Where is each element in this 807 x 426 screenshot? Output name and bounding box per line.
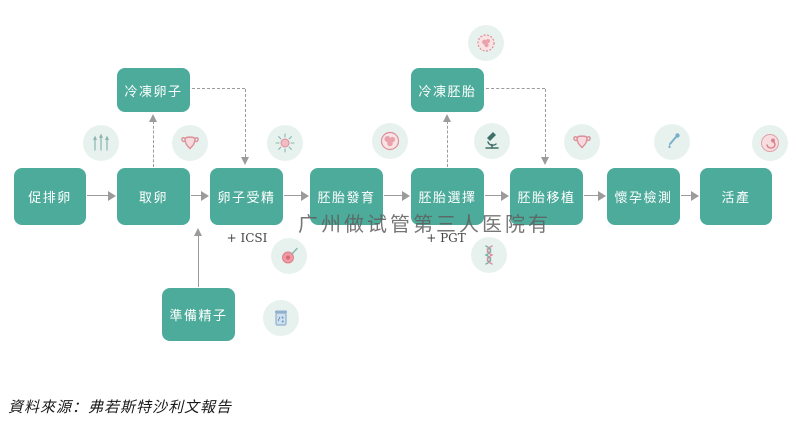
dropper-icon xyxy=(654,124,690,160)
flow-arrow xyxy=(284,190,309,202)
step-embryo-selection: 胚胎選擇 xyxy=(411,168,484,225)
step-sperm-preparation: 準備精子 xyxy=(162,288,235,341)
flow-arrow xyxy=(191,190,209,202)
dashed-arrow-up xyxy=(443,114,452,167)
step-frozen-eggs: 冷凍卵子 xyxy=(117,68,190,112)
pgt-note: + PGT xyxy=(426,231,466,245)
sperm-sample-icon xyxy=(263,300,299,336)
fertilization-icon xyxy=(267,125,303,161)
dashed-connector xyxy=(486,88,545,89)
step-egg-retrieval: 取卵 xyxy=(117,168,190,225)
microscope-icon xyxy=(474,123,510,159)
dashed-connector xyxy=(192,88,245,89)
dna-icon xyxy=(471,237,507,273)
watermark-text: 广州做试管第三人医院有 xyxy=(298,212,551,236)
step-frozen-embryos: 冷凍胚胎 xyxy=(411,68,484,112)
flow-arrow xyxy=(384,190,410,202)
dashed-arrowhead xyxy=(241,157,249,165)
flow-arrow xyxy=(584,190,606,202)
dashed-arrow-up xyxy=(149,114,158,167)
flow-arrow xyxy=(681,190,699,202)
step-embryo-development: 胚胎發育 xyxy=(310,168,383,225)
flow-arrow xyxy=(485,190,509,202)
step-fertilization: 卵子受精 xyxy=(210,168,283,225)
dashed-connector xyxy=(245,89,246,157)
source-note: 資料來源：弗若斯特沙利文報告 xyxy=(8,398,233,416)
flow-arrow-up xyxy=(194,228,203,287)
flow-arrow xyxy=(87,190,116,202)
frozen-embryo-icon xyxy=(468,25,504,61)
icsi-note: + ICSI xyxy=(226,231,268,245)
dashed-arrowhead xyxy=(541,157,549,165)
step-embryo-transfer: 胚胎移植 xyxy=(510,168,583,225)
syringe-icon xyxy=(83,125,119,161)
step-live-birth: 活產 xyxy=(700,168,772,225)
step-pregnancy-test: 懷孕檢測 xyxy=(607,168,680,225)
icsi-injection-icon xyxy=(271,238,307,274)
uterus-icon xyxy=(172,125,208,161)
step-ovulation-induction: 促排卵 xyxy=(14,168,86,225)
baby-icon xyxy=(752,125,788,161)
embryo-icon xyxy=(372,123,408,159)
dashed-connector xyxy=(545,89,546,157)
uterus-icon xyxy=(564,124,600,160)
